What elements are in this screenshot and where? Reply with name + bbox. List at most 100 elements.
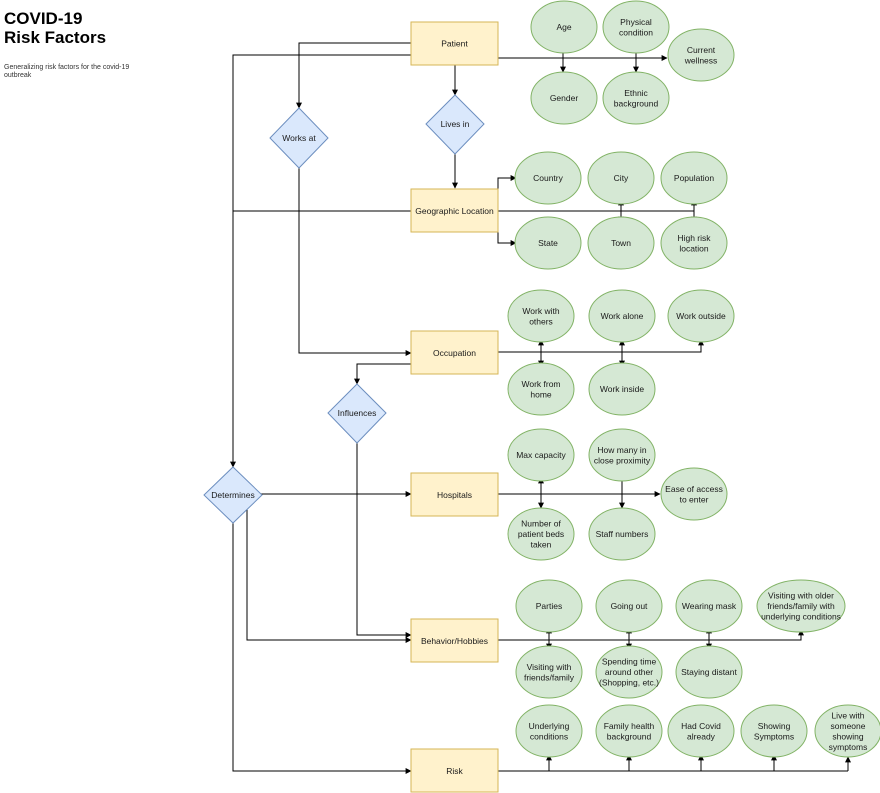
page-subtitle: Generalizing risk factors for the covid-… <box>4 64 130 79</box>
factor-population-shape <box>660 151 728 205</box>
decision-influences-label: Influences <box>338 408 377 418</box>
factor-close-proximity-label: close proximity <box>594 455 651 465</box>
factor-had-covid-label: already <box>687 731 716 741</box>
factor-had-covid-shape <box>667 704 735 758</box>
factor-family-health-shape <box>595 704 663 758</box>
category-hospitals: Hospitals <box>410 472 499 517</box>
factor-patient-beds-label: patient beds <box>518 529 564 539</box>
decision-determines-label: Determines <box>211 490 254 500</box>
factor-staying-distant-shape <box>675 645 743 699</box>
factor-work-inside-shape <box>588 362 656 416</box>
factor-ethnic-background-label: background <box>614 98 659 108</box>
factor-state-shape <box>514 216 582 270</box>
category-geographic-location: Geographic Location <box>410 188 499 233</box>
category-occupation-label: Occupation <box>433 348 476 358</box>
category-behavior-hobbies-label: Behavior/Hobbies <box>421 636 488 646</box>
category-risk-label: Risk <box>446 766 463 776</box>
factor-ethnic-background-label: Ethnic <box>624 88 648 98</box>
factor-spending-time-label: around other <box>605 667 653 677</box>
factor-parties: Parties <box>515 579 583 633</box>
factor-showing-symptoms-label: Symptoms <box>754 731 794 741</box>
factor-work-with-others-label: others <box>529 316 553 326</box>
factor-town: Town <box>587 216 655 270</box>
factor-work-from-home-shape <box>507 362 575 416</box>
factor-visiting-friends-shape <box>515 645 583 699</box>
factor-current-wellness-label: Current <box>687 45 716 55</box>
title-line-1: COVID-19 <box>4 9 83 28</box>
factor-wearing-mask-shape <box>675 579 743 633</box>
factor-work-alone: Work alone <box>588 289 656 343</box>
factor-live-with-symptoms-label: symptoms <box>829 742 868 752</box>
decision-works-at-label: Works at <box>282 133 316 143</box>
factor-gender-shape <box>530 71 598 125</box>
factor-family-health-label: background <box>607 731 652 741</box>
decision-lives-in-label: Lives in <box>441 119 470 129</box>
factor-town-shape <box>587 216 655 270</box>
factor-max-capacity-label: Max capacity <box>516 450 566 460</box>
factor-age-shape <box>530 0 598 54</box>
factor-city: City <box>587 151 655 205</box>
factor-physical-condition-shape <box>602 0 670 54</box>
factor-max-capacity: Max capacity <box>507 428 575 482</box>
factor-ellipses: AgePhysicalconditionCurrentwellnessGende… <box>507 0 880 758</box>
factor-live-with-symptoms-label: someone <box>831 721 866 731</box>
factor-close-proximity-shape <box>588 428 656 482</box>
factor-work-with-others-label: Work with <box>522 306 559 316</box>
factor-close-proximity-label: How many in <box>597 445 646 455</box>
decision-determines: Determines <box>203 466 263 524</box>
factor-ethnic-background-shape <box>602 71 670 125</box>
factor-high-risk-location-label: location <box>679 243 709 253</box>
category-patient-label: Patient <box>441 39 468 49</box>
factor-showing-symptoms-shape <box>740 704 808 758</box>
factor-staff-numbers-label: Staff numbers <box>596 529 649 539</box>
factor-work-outside-shape <box>667 289 735 343</box>
factor-town-label: Town <box>611 238 631 248</box>
factor-parties-shape <box>515 579 583 633</box>
factor-visiting-older-label: friends/family with <box>767 601 835 611</box>
factor-visiting-older-label: Visiting with older <box>768 591 834 601</box>
title-line-2: Risk Factors <box>4 28 107 47</box>
factor-current-wellness-label: wellness <box>684 55 718 65</box>
factor-going-out-label: Going out <box>611 601 648 611</box>
factor-state: State <box>514 216 582 270</box>
factor-family-health-label: Family health <box>604 721 655 731</box>
page-title: COVID-19 Risk Factors <box>4 9 106 47</box>
category-boxes: Patient Geographic Location Occupation H… <box>410 21 499 793</box>
factor-visiting-older-shape <box>756 579 846 633</box>
factor-work-alone-shape <box>588 289 656 343</box>
factor-gender-label: Gender <box>550 93 579 103</box>
factor-ease-of-access-shape <box>660 467 728 521</box>
category-hospitals-label: Hospitals <box>437 490 472 500</box>
factor-underlying-conditions-label: conditions <box>530 731 568 741</box>
factor-visiting-older-label: underlying conditions <box>761 612 841 622</box>
factor-work-alone-label: Work alone <box>601 311 644 321</box>
factor-spending-time-label: Spending time <box>602 657 657 667</box>
factor-work-inside-label: Work inside <box>600 384 645 394</box>
decision-works-at: Works at <box>269 107 329 169</box>
factor-high-risk-location-label: High risk <box>677 233 711 243</box>
factor-gender: Gender <box>530 71 598 125</box>
factor-state-label: State <box>538 238 558 248</box>
factor-visiting-friends-label: friends/family <box>524 672 575 682</box>
category-risk: Risk <box>410 748 499 793</box>
factor-wearing-mask-label: Wearing mask <box>682 601 737 611</box>
factor-wearing-mask: Wearing mask <box>675 579 743 633</box>
factor-country-label: Country <box>533 173 564 183</box>
factor-work-inside: Work inside <box>588 362 656 416</box>
